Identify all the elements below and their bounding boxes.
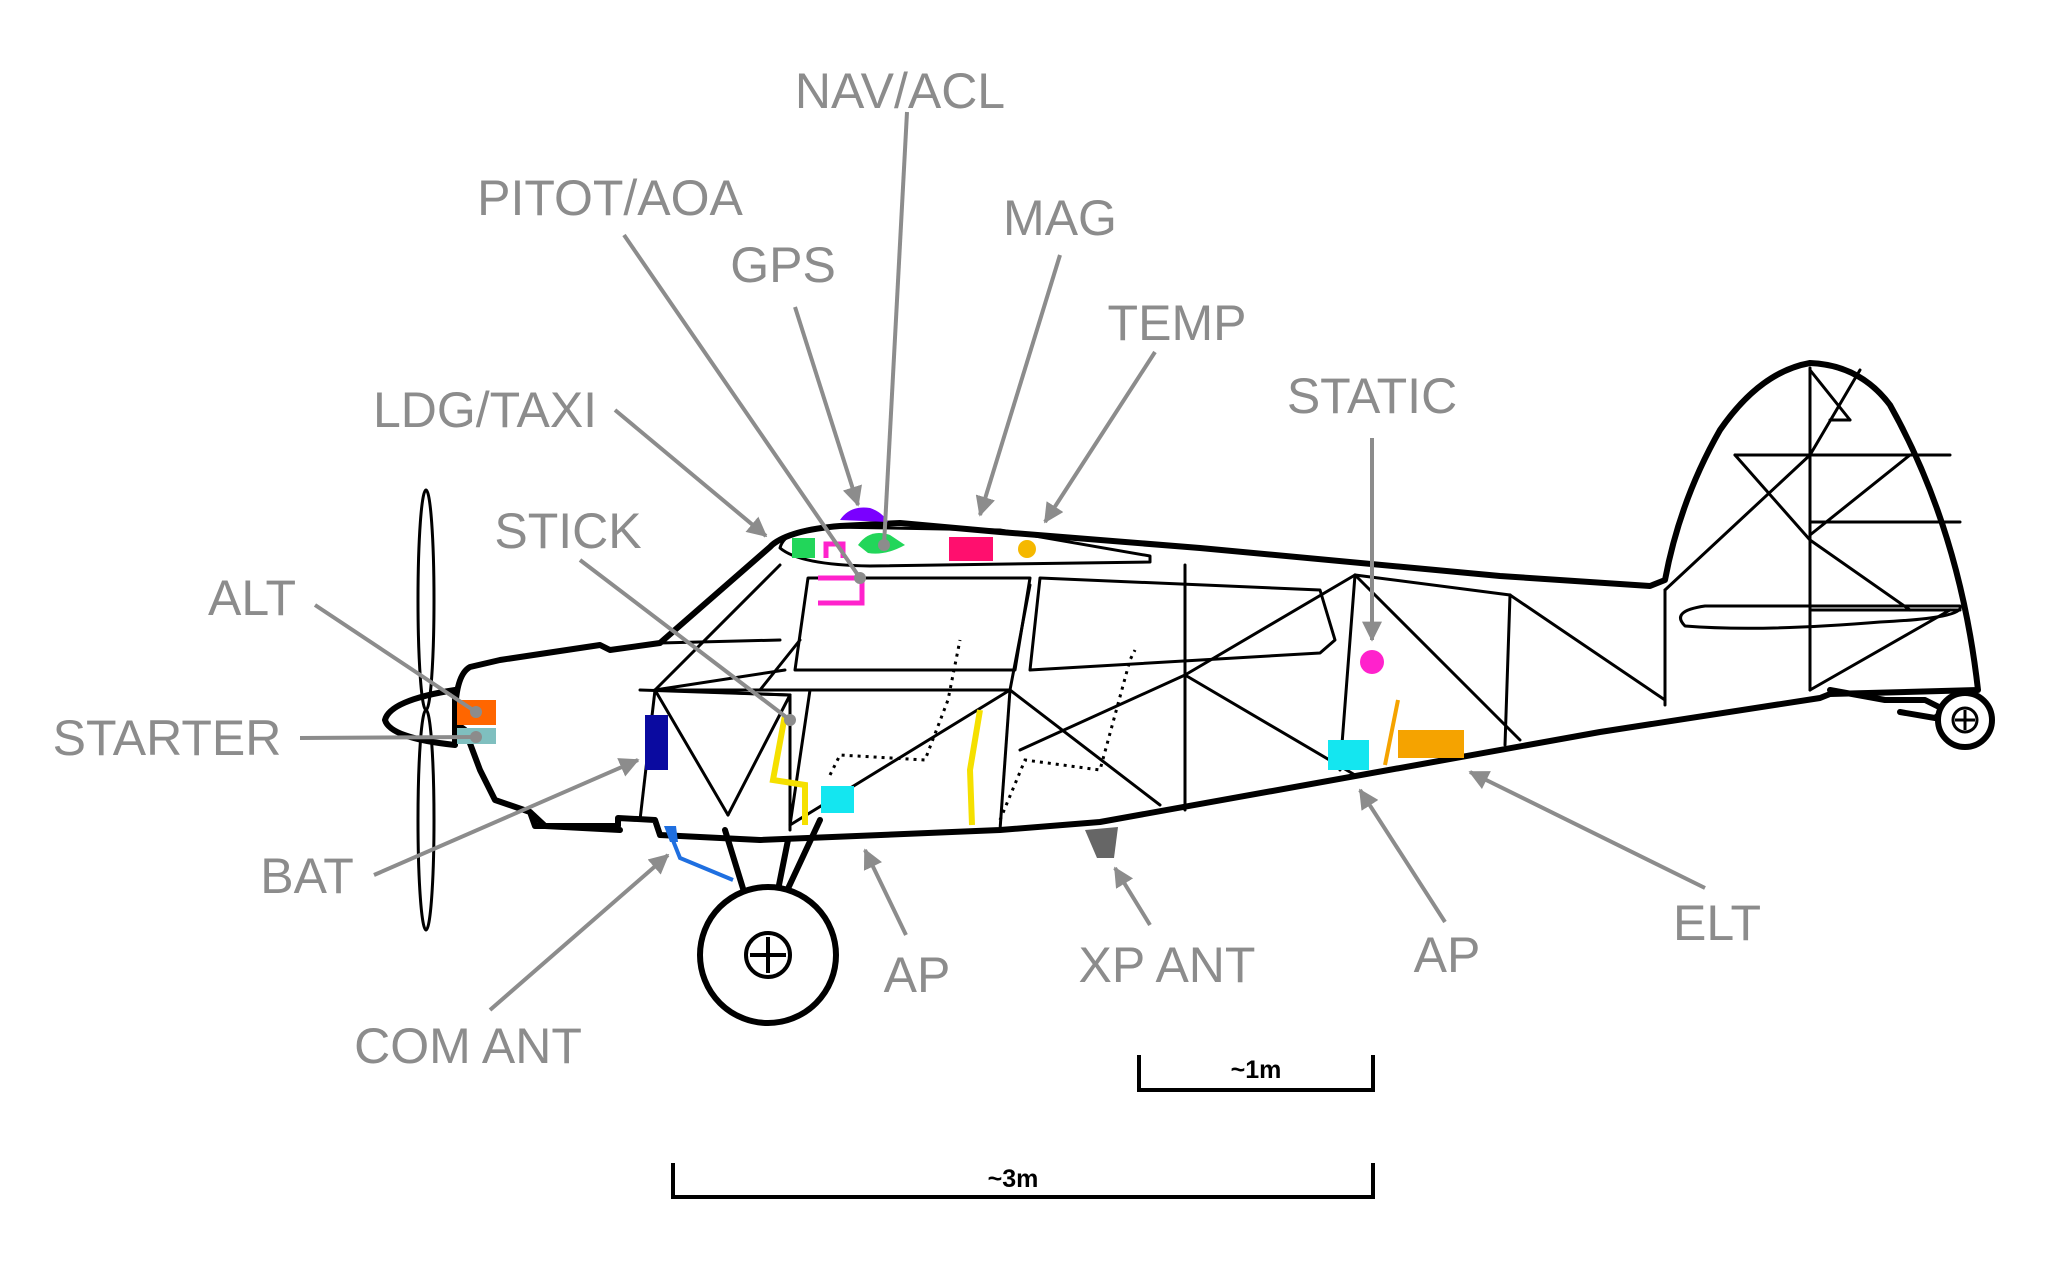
starter-leader	[299, 735, 477, 740]
stick-marker-rear	[966, 709, 983, 826]
spinner	[382, 687, 458, 748]
label-starter: STARTER	[53, 710, 282, 766]
scale-bar-3m: ~3m	[671, 1163, 1375, 1199]
label-stick: STICK	[494, 503, 641, 559]
label-alt: ALT	[208, 570, 296, 626]
gps-leader	[793, 306, 862, 507]
temp-marker	[1018, 540, 1036, 558]
bat-leader	[373, 758, 640, 877]
control-cables	[828, 639, 1137, 821]
ap-front-leader	[863, 848, 908, 936]
label-nav-acl: NAV/ACL	[795, 63, 1005, 119]
stick-marker	[769, 714, 808, 825]
stick-leader	[578, 558, 792, 722]
ap-rear-leader	[1358, 788, 1447, 924]
fuselage-outline	[452, 360, 1981, 843]
label-bat: BAT	[260, 848, 354, 904]
tail-wheel	[1827, 687, 1995, 750]
front-window	[793, 576, 1032, 672]
horizontal-stabilizer	[1679, 604, 1962, 630]
label-com-ant: COM ANT	[354, 1018, 582, 1074]
label-static: STATIC	[1287, 368, 1457, 424]
ap-rear-marker	[1328, 740, 1369, 770]
temp-leader	[1043, 350, 1157, 524]
label-elt: ELT	[1673, 895, 1761, 951]
cowling-bottom	[527, 809, 623, 833]
label-ldg-taxi: LDG/TAXI	[373, 382, 597, 438]
label-xp-ant: XP ANT	[1079, 937, 1256, 993]
elt-marker	[1398, 730, 1464, 758]
scale-label-3m: ~3m	[988, 1165, 1039, 1193]
alt-leader	[313, 603, 478, 714]
xp-ant-leader	[1113, 866, 1152, 927]
pitot-aoa-leader	[622, 233, 862, 580]
elt-antenna	[1383, 699, 1400, 766]
scale-bar-1m: ~1m	[1137, 1055, 1375, 1092]
gps-left-marker	[792, 538, 815, 558]
static-marker	[1360, 650, 1384, 674]
elt-leader	[1468, 770, 1706, 890]
com-ant-base	[664, 826, 678, 842]
label-temp: TEMP	[1108, 295, 1247, 351]
rear-window	[1028, 576, 1337, 672]
label-pitot-aoa: PITOT/AOA	[477, 170, 743, 226]
propeller-lower-blade	[416, 708, 436, 932]
mag-leader	[975, 254, 1062, 517]
main-landing-gear	[697, 817, 839, 1026]
com-ant-leader	[488, 853, 670, 1012]
component-labels: NAV/ACL PITOT/AOA GPS MAG TEMP STATIC LD…	[53, 63, 1761, 1074]
ldg-taxi-leader	[613, 408, 768, 538]
leader-lines	[299, 111, 1706, 1012]
label-mag: MAG	[1003, 190, 1117, 246]
label-ap-rear: AP	[1414, 927, 1481, 983]
aircraft-drawing	[382, 360, 1995, 1026]
xp-ant-marker	[1085, 827, 1118, 858]
label-gps: GPS	[730, 237, 836, 293]
scale-label-1m: ~1m	[1231, 1056, 1282, 1084]
mag-marker	[949, 537, 993, 561]
bat-marker	[645, 715, 668, 770]
label-ap-front: AP	[884, 947, 951, 1003]
ap-front-marker	[821, 786, 854, 813]
nav-acl-leader	[882, 111, 909, 546]
nav-acl-marker	[840, 507, 888, 522]
